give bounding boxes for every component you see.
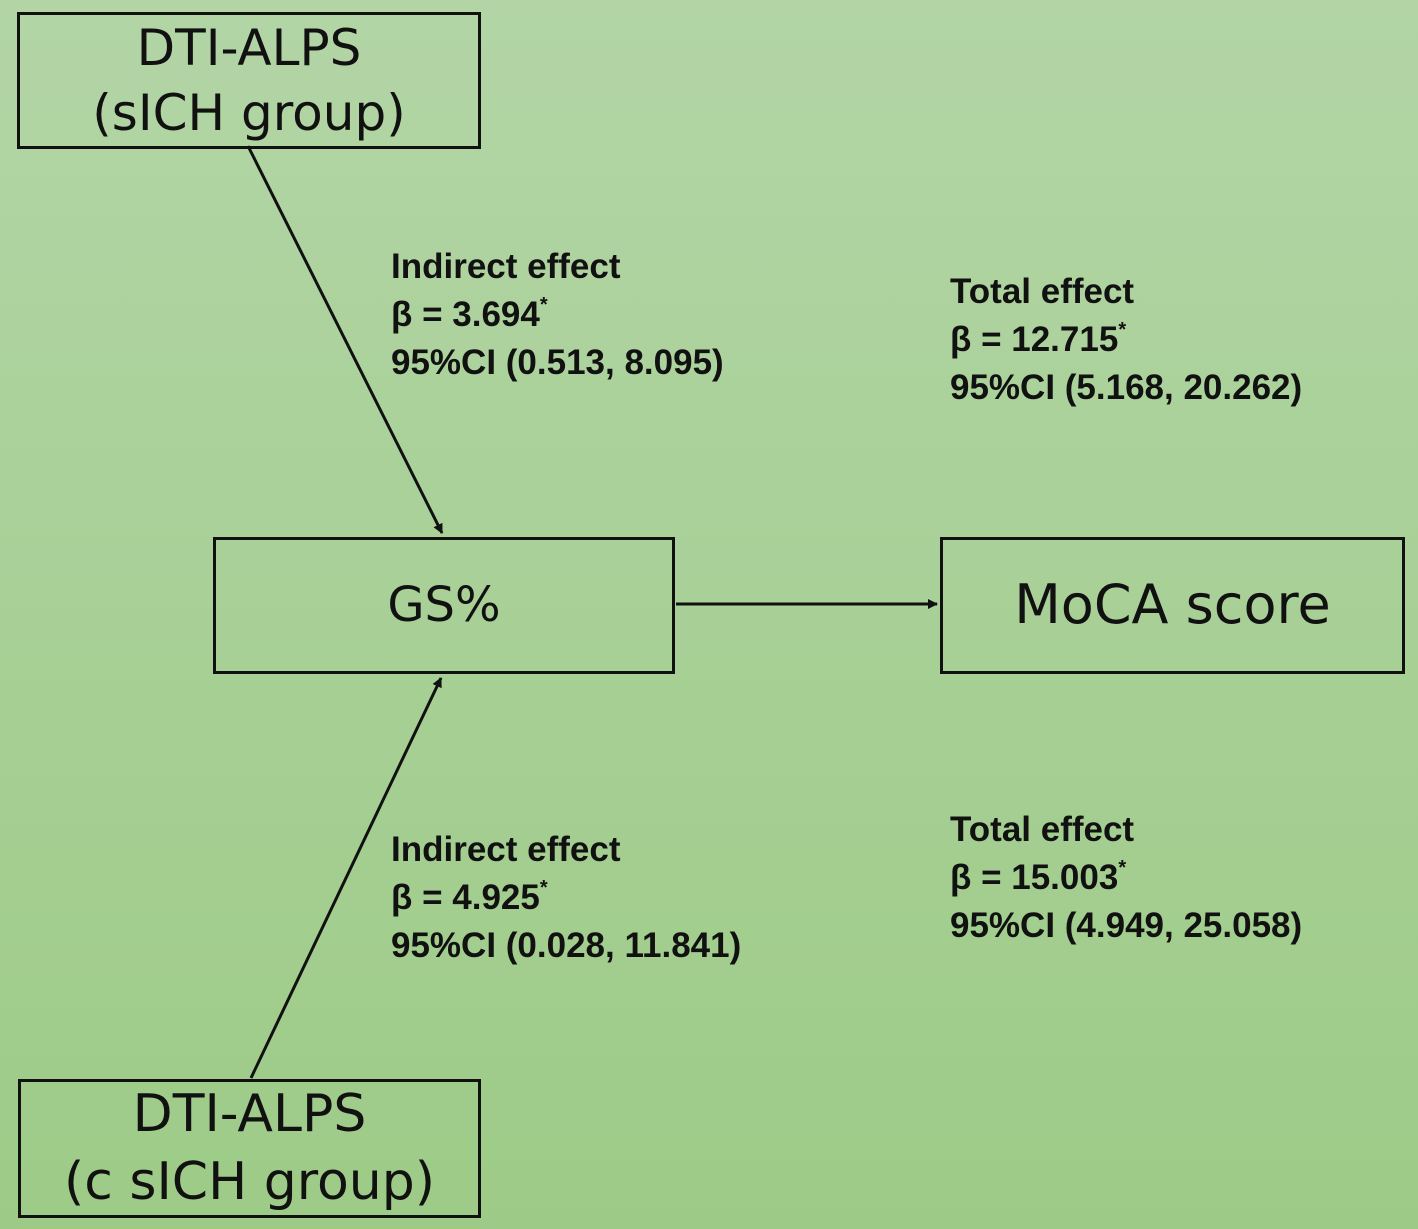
- total-effect-bottom-title: Total effect: [950, 810, 1135, 849]
- indirect-effect-top-ci: 95%CI (0.513, 8.095): [391, 343, 724, 382]
- total-effect-top-beta: β = 12.715: [950, 320, 1119, 359]
- indirect-effect-bottom-beta-row: β = 4.925*: [391, 874, 741, 922]
- total-effect-bottom-beta: β = 15.003: [950, 858, 1119, 897]
- node-moca-score-label: MoCA score: [1014, 573, 1331, 637]
- node-moca-score: MoCA score: [940, 537, 1405, 674]
- indirect-effect-top-beta-row: β = 3.694*: [391, 291, 724, 339]
- total-effect-bottom-significance: *: [1118, 857, 1127, 879]
- indirect-effect-bottom: Indirect effect β = 4.925* 95%CI (0.028,…: [391, 826, 741, 970]
- indirect-effect-top-beta: β = 3.694: [391, 295, 540, 334]
- indirect-effect-top: Indirect effect β = 3.694* 95%CI (0.513,…: [391, 243, 724, 387]
- total-effect-bottom: Total effect β = 15.003* 95%CI (4.949, 2…: [950, 806, 1302, 950]
- node-dti-alps-c-sich-line2: (c sICH group): [63, 1151, 436, 1212]
- indirect-effect-top-significance: *: [539, 294, 548, 316]
- indirect-effect-bottom-title: Indirect effect: [391, 830, 621, 869]
- node-dti-alps-sich-line1: DTI-ALPS: [136, 18, 362, 77]
- node-dti-alps-c-sich-line1: DTI-ALPS: [132, 1083, 367, 1144]
- total-effect-top: Total effect β = 12.715* 95%CI (5.168, 2…: [950, 268, 1302, 412]
- node-dti-alps-sich-line2: (sICH group): [92, 83, 406, 142]
- total-effect-top-ci: 95%CI (5.168, 20.262): [950, 368, 1303, 407]
- node-gs-percent: GS%: [213, 537, 675, 674]
- total-effect-top-title: Total effect: [950, 272, 1135, 311]
- total-effect-bottom-ci: 95%CI (4.949, 25.058): [950, 906, 1303, 945]
- total-effect-top-significance: *: [1118, 319, 1127, 341]
- indirect-effect-bottom-ci: 95%CI (0.028, 11.841): [391, 926, 742, 965]
- indirect-effect-bottom-significance: *: [539, 877, 548, 899]
- node-dti-alps-c-sich: DTI-ALPS (c sICH group): [18, 1079, 481, 1218]
- total-effect-top-beta-row: β = 12.715*: [950, 316, 1302, 364]
- total-effect-bottom-beta-row: β = 15.003*: [950, 854, 1302, 902]
- node-dti-alps-sich: DTI-ALPS (sICH group): [17, 12, 481, 149]
- node-gs-percent-label: GS%: [387, 577, 501, 634]
- indirect-effect-bottom-beta: β = 4.925: [391, 878, 540, 917]
- indirect-effect-top-title: Indirect effect: [391, 247, 621, 286]
